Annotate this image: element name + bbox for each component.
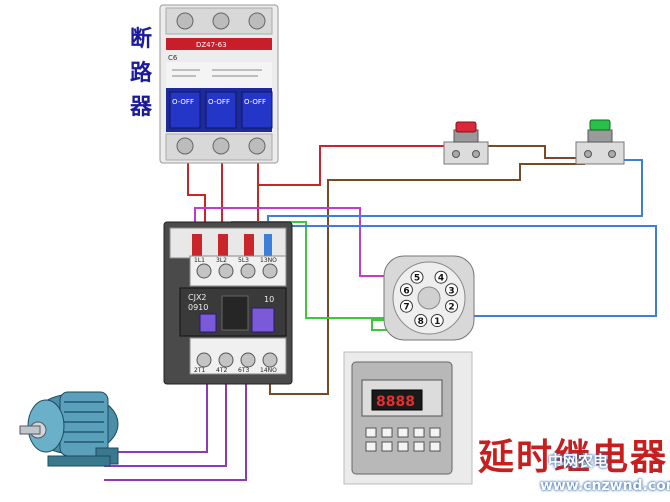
terminal-bottom-2: 4T2: [216, 367, 227, 374]
terminal-bottom-4: 14NO: [260, 367, 277, 374]
socket-pin-label-2: 2: [448, 303, 454, 313]
timer-key-1[interactable]: [365, 427, 377, 438]
contactor-model-line1: CJX2: [188, 293, 207, 302]
stop-button[interactable]: [443, 121, 489, 165]
contactor-model-line2: 0910: [188, 303, 208, 312]
socket-pin-6: [399, 283, 413, 297]
wire-motor-w: [104, 372, 247, 481]
electric-motor: [19, 391, 119, 467]
socket-pins: 12 34 56 78: [399, 270, 459, 328]
terminal-top-3: 5L3: [238, 257, 249, 264]
wire-motor-v: [104, 372, 227, 467]
wire-group: [104, 145, 657, 481]
breaker-label-char-2: 路: [129, 60, 152, 86]
timer-display-panel: [371, 389, 423, 411]
timer-key-2[interactable]: [381, 427, 393, 438]
socket-pin-5: [410, 270, 424, 284]
breaker-off-label-3: O-OFF: [244, 98, 266, 106]
wire-magenta: [194, 207, 418, 277]
contactor: 1L1 3L2 5L3 13NO CJX2 0910 10 2T1 4T2 6T…: [163, 221, 293, 385]
breaker-model: DZ47-63: [196, 41, 227, 49]
socket-pin-3: [445, 283, 459, 297]
wire-brown-return: [269, 163, 585, 395]
socket-pin-4: [434, 270, 448, 284]
wire-blue-upper: [267, 159, 643, 240]
breaker-label-char-3: 器: [129, 94, 152, 120]
socket-pin-label-4: 4: [438, 274, 444, 284]
start-button[interactable]: [575, 119, 625, 165]
breaker-label: 断 路 器: [126, 22, 156, 124]
timer-key-10[interactable]: [429, 441, 441, 452]
breaker-off-label-1: O-OFF: [172, 98, 194, 106]
socket-pin-label-6: 6: [403, 286, 409, 296]
socket-pin-1: [430, 314, 444, 328]
terminal-top-4: 13NO: [260, 257, 277, 264]
socket-pin-7: [399, 299, 413, 313]
socket-pin-8: [414, 314, 428, 328]
breaker-toggle-2[interactable]: [205, 91, 237, 129]
timer-key-3[interactable]: [397, 427, 409, 438]
watermark-cn: 中网农电: [548, 452, 609, 470]
breaker-label-char-1: 断: [129, 26, 152, 52]
relay-socket: 12 34 56 78: [383, 255, 475, 341]
timer-key-5[interactable]: [429, 427, 441, 438]
breaker-off-label-2: O-OFF: [208, 98, 230, 106]
breaker-rating: C6: [168, 54, 178, 62]
timer-key-8[interactable]: [397, 441, 409, 452]
timer-relay: 8888: [343, 351, 473, 485]
socket-pin-label-5: 5: [414, 274, 420, 284]
breaker-toggle-1[interactable]: [169, 91, 201, 129]
terminal-bottom-1: 2T1: [194, 367, 205, 374]
terminal-bottom-3: 6T3: [238, 367, 249, 374]
breaker-toggle-3[interactable]: [241, 91, 273, 129]
circuit-breaker: DZ47-63 C6 O-OFF O-OFF O-OFF: [159, 4, 279, 164]
wire-stop-to-start: [488, 145, 590, 159]
timer-key-6[interactable]: [365, 441, 377, 452]
terminal-top-1: 1L1: [194, 257, 205, 264]
timer-key-4[interactable]: [413, 427, 425, 438]
timer-buttons: [365, 427, 441, 452]
terminal-top-2: 3L2: [216, 257, 227, 264]
wire-breaker-l1: [187, 160, 206, 240]
wire-motor-u: [104, 372, 208, 453]
timer-key-9[interactable]: [413, 441, 425, 452]
socket-pin-label-7: 7: [403, 303, 409, 313]
wire-control-red: [258, 145, 460, 186]
contactor-side-label: 10: [264, 295, 274, 304]
contactor-indicator: [221, 295, 249, 331]
socket-pin-label-1: 1: [434, 317, 440, 327]
relay-title: 延时继电器: [478, 436, 669, 478]
socket-pin-2: [445, 299, 459, 313]
timer-key-7[interactable]: [381, 441, 393, 452]
socket-pin-label-8: 8: [418, 317, 424, 327]
socket-pin-label-3: 3: [448, 286, 454, 296]
timer-display: 8888: [376, 394, 415, 410]
watermark-url: www.cnzwnd.com: [540, 478, 670, 494]
